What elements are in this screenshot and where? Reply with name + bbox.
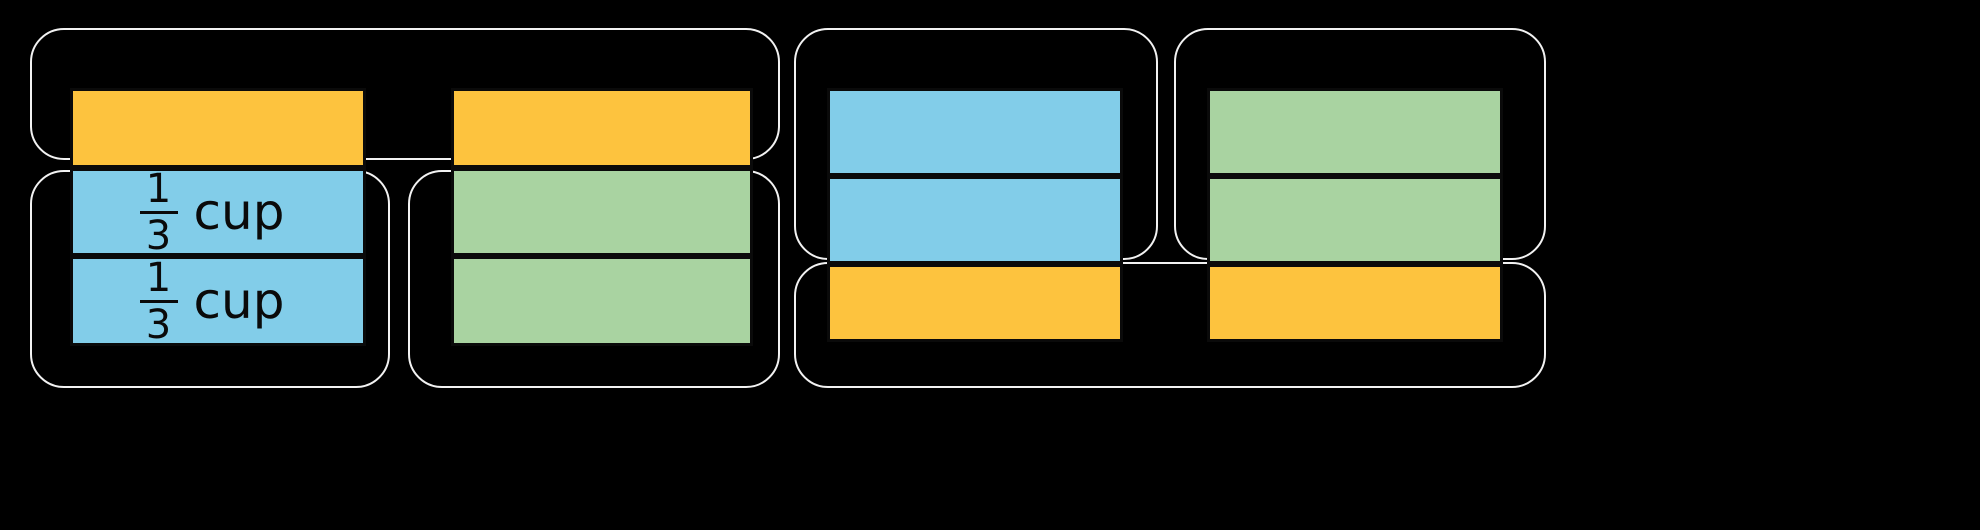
- unit-label: cup: [193, 272, 285, 330]
- fraction-numerator: 1: [145, 254, 172, 301]
- band-group-4-1[interactable]: [1207, 176, 1503, 264]
- group-4: [1207, 88, 1503, 342]
- unit-label: cup: [193, 183, 285, 241]
- band-group-2-1[interactable]: [451, 168, 753, 256]
- band-group-1-1[interactable]: 1 3 cup: [70, 168, 366, 256]
- band-group-2-0[interactable]: [451, 88, 753, 168]
- fraction-numerator: 1: [145, 165, 172, 212]
- fraction-bar: [139, 299, 178, 303]
- band-group-1-0[interactable]: [70, 88, 366, 168]
- fraction-denominator: 3: [145, 212, 172, 259]
- band-group-4-0[interactable]: [1207, 88, 1503, 176]
- band-group-2-2[interactable]: [451, 256, 753, 346]
- fraction-one-third: 1 3: [139, 165, 178, 259]
- band-group-3-1[interactable]: [827, 176, 1123, 264]
- band-group-3-0[interactable]: [827, 88, 1123, 176]
- fraction-label: 1 3 cup: [139, 254, 285, 348]
- group-3: [827, 88, 1123, 342]
- group-2: [451, 88, 753, 346]
- fraction-denominator: 3: [145, 301, 172, 348]
- fraction-label: 1 3 cup: [139, 165, 285, 259]
- fraction-bar: [139, 210, 178, 214]
- band-group-3-2[interactable]: [827, 264, 1123, 342]
- band-group-1-2[interactable]: 1 3 cup: [70, 256, 366, 346]
- band-group-4-2[interactable]: [1207, 264, 1503, 342]
- group-1: 1 3 cup 1 3 cup: [70, 88, 366, 346]
- fraction-one-third: 1 3: [139, 254, 178, 348]
